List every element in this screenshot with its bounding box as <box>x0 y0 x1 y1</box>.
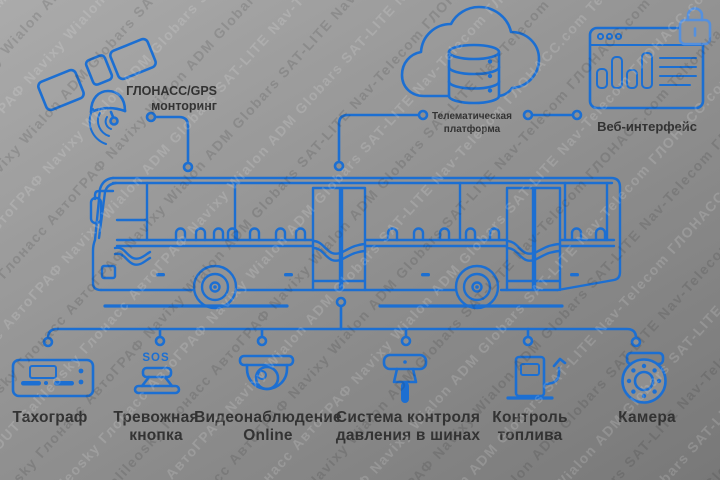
cloud-database-icon <box>400 5 541 105</box>
browser-dot-icon <box>614 32 623 41</box>
platform-to-bus-link <box>333 109 429 172</box>
padlock-icon <box>678 7 712 46</box>
tire-pressure-sensor-icon <box>382 353 428 403</box>
telematics-platform-label-line2: платформа <box>443 123 501 135</box>
gps-monitoring-label: ГЛОНАСС/GPS монторинг <box>97 84 217 114</box>
browser-dot-icon <box>596 32 605 41</box>
telematics-platform-label: Телематическая платформа <box>417 111 527 136</box>
fuel-control-label: Контроль топлива <box>492 409 568 444</box>
sos-button-icon <box>133 366 181 395</box>
satellite-icon <box>37 37 157 145</box>
browser-dot-icon <box>605 32 614 41</box>
tachograph-label: Тахограф <box>12 409 88 426</box>
round-camera-icon <box>621 351 667 404</box>
satellite-signal-dot <box>109 116 119 126</box>
bus-front-wheel <box>192 264 238 310</box>
gps-to-bus-link <box>145 111 194 173</box>
bar-chart-icon <box>596 52 653 89</box>
bus-rear-wheel <box>454 264 500 310</box>
video-surveillance-label: Видеонаблюдение Online <box>194 409 342 444</box>
bus-front-door <box>311 186 367 292</box>
telematics-platform-label-line1: Телематическая <box>432 111 512 122</box>
radio-waves-icon <box>88 108 112 145</box>
fuel-pump-icon <box>506 355 567 400</box>
dome-camera-icon <box>238 354 295 391</box>
bus-illustration <box>89 176 622 310</box>
web-interface-label: Веб-интерфейс <box>597 119 697 134</box>
tire-pressure-label: Система контроля давления в шинах <box>335 409 481 444</box>
gps-monitoring-label-line2: монторинг <box>151 99 217 113</box>
sos-badge: SOS <box>142 352 170 364</box>
platform-to-web-link <box>522 109 583 121</box>
tachograph-icon <box>11 358 95 398</box>
panic-button-label: Тревожная кнопка <box>113 409 199 444</box>
bus-rear-door <box>505 186 562 292</box>
camera-label: Камера <box>618 409 676 426</box>
gps-monitoring-label-line1: ГЛОНАСС/GPS <box>126 84 217 98</box>
web-interface-icon <box>588 7 712 110</box>
bus-to-devices-link <box>42 296 642 348</box>
